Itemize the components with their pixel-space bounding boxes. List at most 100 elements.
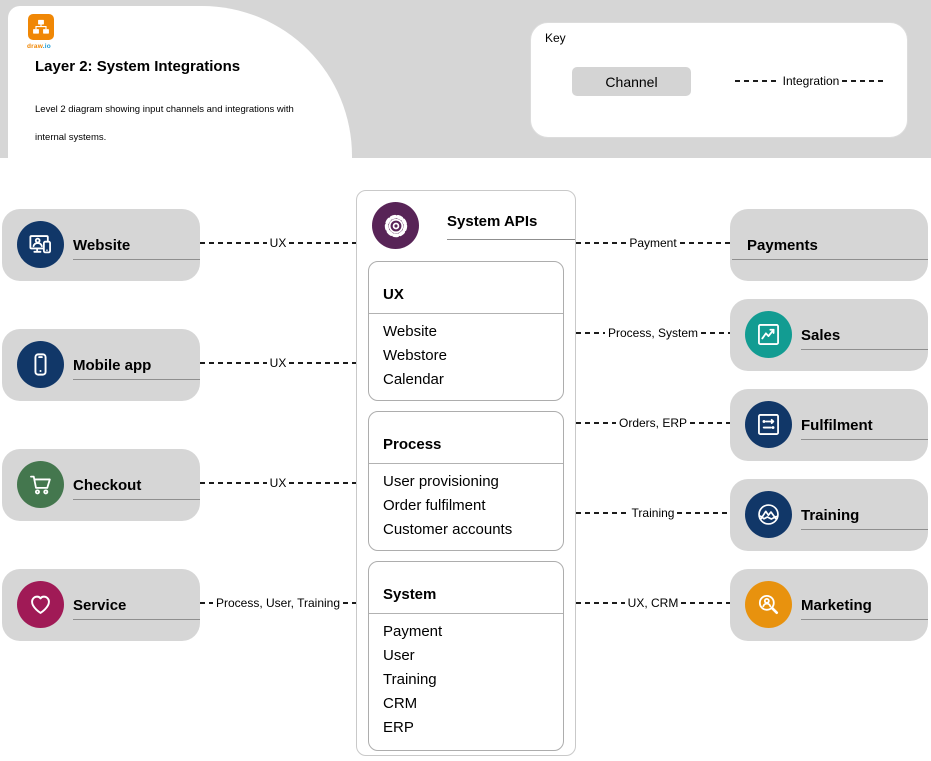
group-items: Payment User Training CRM ERP <box>369 614 563 746</box>
title-underline <box>447 239 575 240</box>
dashed-line <box>576 422 616 424</box>
dashed-line <box>343 602 356 604</box>
dashed-line <box>576 332 605 334</box>
integration-label: Payments <box>747 236 818 254</box>
connector-label: UX <box>269 476 287 490</box>
group-item: Order fulfilment <box>383 497 486 514</box>
dashed-line <box>842 80 887 82</box>
page-title: Layer 2: System Integrations <box>35 58 241 75</box>
connector-label: UX <box>269 356 287 370</box>
channel-label: Website <box>73 236 131 254</box>
channel-node-website[interactable]: Website <box>2 209 200 281</box>
connector-service[interactable]: Process, User, Training <box>200 593 356 613</box>
mobile-icon <box>17 341 64 388</box>
mountain-icon <box>745 491 792 538</box>
connector-fulfilment[interactable]: Orders, ERP <box>576 413 731 433</box>
system-apis-title: System APIs <box>447 213 538 230</box>
dashed-line <box>681 602 731 604</box>
channel-label: Checkout <box>73 476 142 494</box>
connector-sales[interactable]: Process, System <box>576 323 730 343</box>
heart-icon <box>17 581 64 628</box>
website-icon <box>17 221 64 268</box>
legend-integration-sample: Integration <box>735 72 887 90</box>
dashed-line <box>701 332 730 334</box>
integration-label: Fulfilment <box>801 416 873 434</box>
group-item: Calendar <box>383 371 444 388</box>
connector-payment[interactable]: Payment <box>576 233 731 253</box>
channel-node-service[interactable]: Service <box>2 569 200 641</box>
group-item: Customer accounts <box>383 521 513 538</box>
integration-node-training[interactable]: Training <box>730 479 928 551</box>
group-item: Website <box>383 323 437 340</box>
cart-icon <box>17 461 64 508</box>
gear-icon <box>372 202 419 249</box>
label-underline <box>73 259 200 260</box>
dashed-line <box>200 362 267 364</box>
channel-label: Service <box>73 596 127 614</box>
label-underline <box>801 349 928 350</box>
integration-label: Sales <box>801 326 841 344</box>
dashed-line <box>200 242 267 244</box>
group-ux[interactable]: UX Website Webstore Calendar <box>368 261 564 401</box>
connector-label: Orders, ERP <box>619 416 688 430</box>
group-header: Process <box>369 412 563 464</box>
label-underline <box>732 259 928 260</box>
dashed-line <box>200 482 267 484</box>
group-header: System <box>369 562 563 614</box>
channel-node-checkout[interactable]: Checkout <box>2 449 200 521</box>
integration-node-sales[interactable]: Sales <box>730 299 928 371</box>
header-card: draw.io Layer 2: System Integrations Lev… <box>8 6 352 158</box>
legend-integration-label: Integration <box>782 74 840 88</box>
group-process[interactable]: Process User provisioning Order fulfilme… <box>368 411 564 551</box>
group-items: Website Webstore Calendar <box>369 314 563 398</box>
channel-label: Mobile app <box>73 356 152 374</box>
group-item: Payment <box>383 623 443 640</box>
label-underline <box>73 499 200 500</box>
connector-training[interactable]: Training <box>576 503 731 523</box>
system-apis-panel[interactable]: System APIs UX Website Webstore Calendar… <box>356 190 576 756</box>
group-item: Training <box>383 671 437 688</box>
integration-node-marketing[interactable]: Marketing <box>730 569 928 641</box>
integration-label: Training <box>801 506 860 524</box>
legend-channel-sample[interactable]: Channel <box>572 67 691 96</box>
connector-label: Process, User, Training <box>215 596 341 610</box>
legend-box: Key Channel Integration <box>530 22 908 138</box>
connector-checkout-ux[interactable]: UX <box>200 473 357 493</box>
connector-mobile-ux[interactable]: UX <box>200 353 357 373</box>
group-item: User <box>383 647 415 664</box>
drawio-logo-icon <box>28 14 54 40</box>
group-items: User provisioning Order fulfilment Custo… <box>369 464 563 548</box>
group-item: Webstore <box>383 347 447 364</box>
group-system[interactable]: System Payment User Training CRM ERP <box>368 561 564 751</box>
label-underline <box>73 619 200 620</box>
connector-label: UX, CRM <box>627 596 679 610</box>
search-user-icon <box>745 581 792 628</box>
connector-label: UX <box>269 236 287 250</box>
dashed-line <box>289 242 357 244</box>
dashed-line <box>200 602 213 604</box>
dashed-line <box>677 512 731 514</box>
dashed-line <box>289 362 357 364</box>
dashed-line <box>679 242 731 244</box>
dashed-line <box>576 242 627 244</box>
label-underline <box>801 529 928 530</box>
group-item: ERP <box>383 719 414 736</box>
chart-icon <box>745 311 792 358</box>
connector-marketing[interactable]: UX, CRM <box>576 593 731 613</box>
integration-node-fulfilment[interactable]: Fulfilment <box>730 389 928 461</box>
group-header: UX <box>369 262 563 314</box>
page-description: Level 2 diagram showing input channels a… <box>35 104 294 143</box>
dashed-line <box>735 80 780 82</box>
flow-icon <box>745 401 792 448</box>
integration-node-payments[interactable]: Payments <box>730 209 928 281</box>
connector-label: Process, System <box>607 326 699 340</box>
channel-node-mobile-app[interactable]: Mobile app <box>2 329 200 401</box>
connector-website-ux[interactable]: UX <box>200 233 357 253</box>
label-underline <box>801 439 928 440</box>
legend-title: Key <box>545 31 566 45</box>
drawio-wordmark: draw.io <box>27 43 51 50</box>
integration-label: Marketing <box>801 596 872 614</box>
label-underline <box>801 619 928 620</box>
label-underline <box>73 379 200 380</box>
